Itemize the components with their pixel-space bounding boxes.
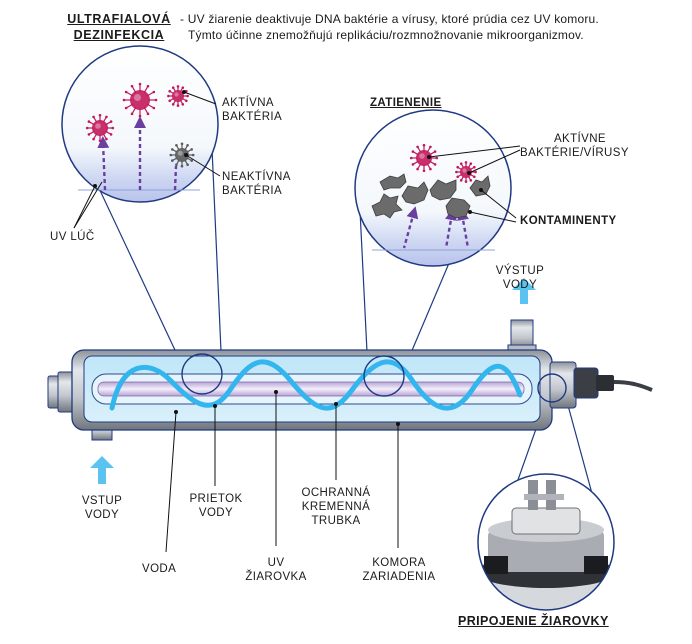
label-uv-ray: UV LÚČ	[50, 231, 95, 243]
zoom-circle-uv	[61, 45, 219, 203]
label-quartz-sleeve-2: KREMENNÁ	[301, 501, 371, 513]
inactive-bacteria	[169, 142, 195, 168]
label-active-bacteria-1: AKTÍVNA	[222, 97, 275, 109]
label-contaminants: KONTAMINENTY	[520, 215, 617, 227]
zoom-source-right	[363, 355, 405, 397]
zoom-source-left	[181, 353, 223, 395]
header-title-line2: DEZINFEKCIA	[73, 28, 165, 42]
uv-chamber	[47, 319, 653, 441]
active-virus	[455, 161, 477, 183]
label-inlet-1: VSTUP	[81, 495, 123, 507]
leader-lines	[73, 90, 521, 553]
label-water-flow-2: VODY	[198, 507, 234, 519]
active-bacteria	[85, 113, 115, 143]
active-bacteria	[167, 85, 189, 107]
label-chamber-2: ZARIADENIA	[362, 571, 436, 583]
header-title-line1: ULTRAFIALOVÁ	[67, 12, 171, 26]
label-shading-title: ZATIENENIE	[370, 97, 442, 109]
header-description-line1: - UV žiarenie deaktivuje DNA baktérie a …	[180, 12, 599, 26]
water-direction-arrows	[90, 278, 536, 484]
label-inactive-bacteria-1: NEAKTÍVNA	[222, 171, 291, 183]
header-description-line2: Týmto účinne znemožňujú replikáciu/rozmn…	[188, 28, 584, 42]
label-lamp-connection: PRIPOJENIE ŽIAROVKY	[458, 614, 609, 628]
label-inlet-2: VODY	[84, 509, 120, 521]
label-active-bacteria-viruses-2: BAKTÉRIE/VÍRUSY	[520, 147, 629, 159]
label-water: VODA	[142, 563, 177, 575]
label-quartz-sleeve-1: OCHRANNÁ	[301, 487, 371, 499]
label-active-bacteria-viruses-1: AKTÍVNE	[553, 133, 606, 145]
label-inactive-bacteria-2: BAKTÉRIA	[222, 185, 283, 197]
active-bacteria	[122, 82, 158, 118]
label-chamber-1: KOMORA	[372, 557, 426, 569]
water-flow-spiral	[109, 359, 523, 411]
label-active-bacteria-2: BAKTÉRIA	[222, 111, 283, 123]
zoom-source-connector	[537, 373, 567, 403]
zoom-circle-lamp-connection	[477, 473, 615, 611]
label-outlet-2: VODY	[502, 279, 538, 291]
label-outlet-1: VÝSTUP	[495, 265, 545, 277]
label-quartz-sleeve-3: TRUBKA	[311, 515, 361, 527]
active-virus	[409, 143, 439, 173]
label-uv-lamp-1: UV	[267, 557, 285, 569]
label-water-flow-1: PRIETOK	[189, 493, 243, 505]
label-uv-lamp-2: ŽIAROVKA	[245, 571, 307, 583]
